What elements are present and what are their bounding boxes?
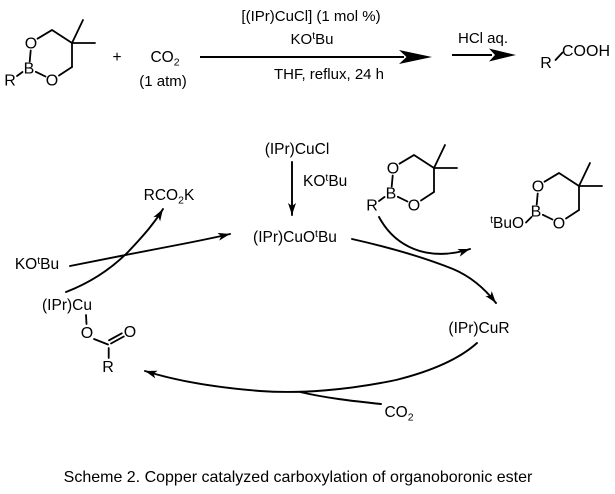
bond [543, 172, 560, 183]
bond [420, 191, 435, 202]
bond [525, 216, 533, 224]
atom-label-r: R [540, 55, 552, 72]
bond [85, 314, 88, 325]
atom-label-o: O [553, 216, 565, 233]
bond [413, 154, 435, 169]
atom-label-r: R [102, 359, 114, 376]
catalytic-cycle: (IPr)CuCl KOtBu (IPr)CuOtBu RCO2K KOtBu … [15, 141, 603, 424]
base-label: KOtBu [291, 30, 334, 48]
bond [34, 70, 47, 78]
atom-label-o: O [124, 324, 136, 341]
co2-merge-curve [299, 391, 382, 405]
bond [93, 338, 109, 346]
activation-base-label: KOtBu [303, 172, 347, 190]
catalyst-label: [(IPr)CuCl] (1 mol %) [241, 8, 380, 25]
bond [51, 29, 73, 44]
carboxylate-salt-label: RCO2K [144, 187, 195, 207]
bond [554, 51, 564, 61]
bond [535, 192, 539, 206]
atom-label-o: O [25, 36, 37, 53]
bond [558, 172, 580, 187]
workup-label: HCl aq. [458, 30, 508, 47]
atom-label-o: O [532, 179, 544, 196]
arrowhead [489, 48, 516, 62]
copper-carboxylate-structure: (IPr)Cu O O R [42, 297, 136, 376]
bond [58, 66, 73, 77]
plus-sign: + [112, 49, 121, 66]
cooh-label: COOH [562, 43, 610, 60]
co2-reagent: CO2 (1 atm) [139, 49, 187, 90]
active-species-label: (IPr)CuOtBu [253, 228, 337, 246]
atom-label-o: O [46, 73, 58, 90]
bond [396, 195, 409, 203]
carboxylic-acid-product: R COOH [540, 43, 610, 72]
atom-label-o: O [81, 325, 93, 342]
scheme-caption: Scheme 2. Copper catalyzed carboxylation… [64, 469, 533, 486]
atom-label-b: B [386, 186, 397, 203]
atom-label-b: B [24, 61, 35, 78]
atom-label-b: B [531, 204, 542, 221]
alkyl-copper-label: (IPr)CuR [448, 320, 509, 337]
co2-pressure: (1 atm) [139, 73, 187, 90]
atom-label-o: O [408, 198, 420, 215]
co2-formula: CO2 [150, 49, 179, 69]
bond [578, 162, 591, 187]
bond [108, 332, 123, 342]
bond [71, 19, 84, 44]
bond [28, 49, 32, 63]
solvent-label: THF, reflux, 24 h [274, 66, 384, 83]
base-left-label: KOtBu [15, 255, 59, 273]
reaction-arrow-step1: [(IPr)CuCl] (1 mol %) KOtBu THF, reflux,… [200, 8, 432, 83]
copper-fragment-label: (IPr)Cu [42, 297, 92, 314]
atom-label-r: R [366, 198, 378, 215]
bond [398, 154, 415, 165]
bond [541, 213, 554, 221]
borate-byproduct-structure: tBuO B O O [490, 162, 603, 233]
bond [565, 209, 580, 220]
co2-label: CO2 [384, 404, 413, 424]
bond [390, 174, 394, 188]
atom-label-r: R [4, 73, 16, 90]
co2-insertion-arrow [144, 342, 478, 393]
ester-to-borate-arrow [378, 216, 471, 257]
boronic-ester-in-structure: R B O O [366, 144, 458, 215]
atom-label-o: O [387, 161, 399, 178]
bond [378, 196, 386, 202]
bond [16, 71, 24, 77]
reactant-boronic-ester-structure: R B O O [4, 19, 96, 90]
active-species-to-alkyl-copper-arrow [351, 238, 497, 304]
carboxylate-to-salt-arrow [65, 208, 164, 293]
precatalyst-label: (IPr)CuCl [265, 141, 330, 158]
arrowhead [399, 50, 432, 64]
bond [36, 29, 53, 40]
bond [433, 144, 446, 169]
reaction-arrow-step2: HCl aq. [452, 30, 516, 62]
base-to-active-species-arrow [69, 232, 231, 267]
bond [110, 335, 125, 345]
tbuo-label: tBuO [490, 214, 524, 232]
